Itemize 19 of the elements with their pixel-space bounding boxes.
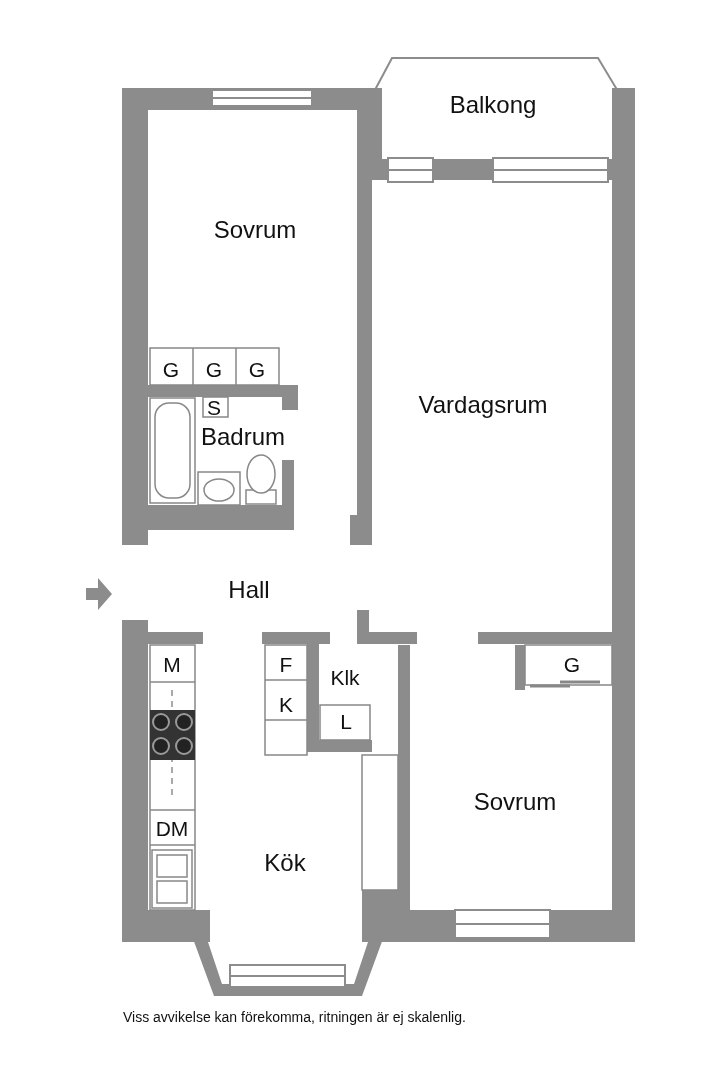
fixture-label: L: [340, 710, 352, 732]
fixture-label: Klk: [330, 666, 360, 688]
room-label: Sovrum: [473, 790, 557, 814]
fixture-label: G: [205, 358, 223, 380]
fixture-label: DM: [155, 817, 189, 839]
room-label: Badrum: [201, 425, 285, 449]
fixture-label: K: [279, 693, 293, 715]
room-label: Hall: [228, 578, 270, 602]
fixture-label: G: [563, 653, 581, 675]
room-label: Kök: [264, 851, 306, 875]
fixture-label: G: [162, 358, 180, 380]
fixture-label: F: [279, 653, 293, 675]
room-label: Sovrum: [213, 218, 297, 242]
fixture-label: S: [207, 396, 221, 418]
caption-text: Viss avvikelse kan förekomma, ritningen är ej skalenlig.: [123, 1009, 466, 1025]
fixture-label: G: [248, 358, 266, 380]
room-label: Vardagsrum: [418, 393, 548, 417]
fixture-label: M: [163, 653, 181, 675]
room-label: Balkong: [449, 93, 537, 117]
